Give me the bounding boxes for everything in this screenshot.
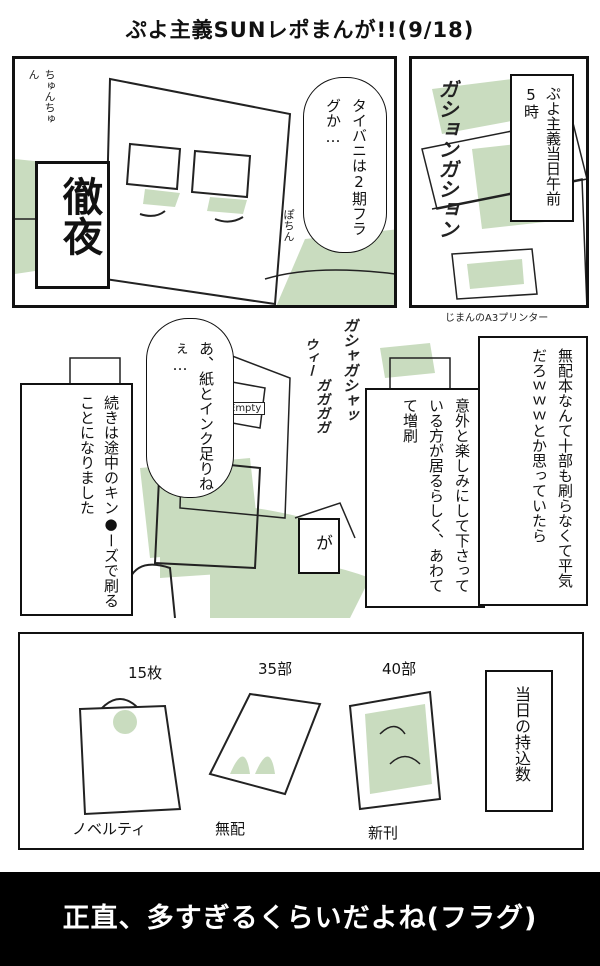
newbook-label: 新刊 — [368, 824, 399, 842]
panel-morning: ぷよ主義当日午前5時 ガションガション — [409, 56, 589, 308]
sfx-gagaga: ガガガガ — [314, 378, 330, 434]
printer-empty-label: Empty — [225, 402, 266, 415]
caption-continue-kinkos: 続きは途中のキン●ーズで刷ることになりました — [20, 383, 133, 616]
sfx-wii: ウィー — [302, 338, 317, 377]
narration-text: 無配本なんて十部も刷らなくて平気だろｗｗｗとか思っていたら — [530, 348, 574, 588]
narration-text: が — [312, 534, 332, 551]
speech-bubble-out-of-paper: あ、紙とインク足りねぇ… — [146, 318, 234, 498]
caption-inventory: 当日の持込数 — [485, 670, 553, 812]
sfx-gashon: ガションガション — [435, 79, 459, 239]
caption-time: ぷよ主義当日午前5時 — [510, 74, 574, 222]
panel-print-shop: Empty 続きは途中のキン●ーズで刷ることになりました あ、紙とインク足りねぇ… — [10, 318, 590, 618]
caption-text: 当日の持込数 — [512, 686, 531, 782]
footer-caption: 正直、多すぎるくらいだよね(フラグ) — [0, 872, 600, 966]
narration-no-need: 無配本なんて十部も刷らなくて平気だろｗｗｗとか思っていたら — [478, 336, 588, 606]
caption-all-nighter: 徹夜 — [35, 161, 110, 289]
drawing-inventory-items — [78, 690, 442, 816]
caption-text: 徹夜 — [56, 176, 102, 256]
freebie-count: 35部 — [258, 660, 293, 678]
newbook-count: 40部 — [382, 660, 417, 678]
narration-reprint: 意外と楽しみにして下さっている方が居るらしく、あわてて増刷 — [365, 388, 485, 608]
speech-text: タイバニは2期フラグか… — [324, 98, 368, 236]
speech-bubble-tiger-bunny: タイバニは2期フラグか… — [303, 77, 387, 253]
freebie-label: 無配 — [215, 820, 246, 838]
sfx-chirp: ちゅんちゅん — [27, 69, 56, 124]
caption-text: ぷよ主義当日午前5時 — [522, 86, 562, 206]
sfx-pochin: ぽちん — [282, 209, 295, 242]
panel-inventory: 15枚 35部 40部 ノベルティ 無配 新刊 当日の持込数 — [18, 632, 584, 850]
printer-note: じまんのA3プリンター — [445, 313, 549, 324]
drawing-print-shop — [69, 336, 451, 618]
novelty-count: 15枚 — [128, 664, 163, 682]
narration-text: 意外と楽しみにして下さっている方が居るらしく、あわてて増刷 — [401, 398, 471, 593]
page-title: ぷよ主義SUNレポまんが!!(9/18) — [125, 18, 475, 42]
panel-all-nighter: 徹夜 タイバニは2期フラグか… ちゅんちゅん ぽちん — [12, 56, 397, 308]
caption-text: 続きは途中のキン●ーズで刷ることになりました — [78, 395, 120, 608]
narration-but: が — [298, 518, 340, 574]
speech-text: あ、紙とインク足りねぇ… — [171, 341, 215, 491]
novelty-label: ノベルティ — [72, 820, 147, 838]
sfx-gashagasha: ガシャガシャッ — [341, 318, 359, 423]
